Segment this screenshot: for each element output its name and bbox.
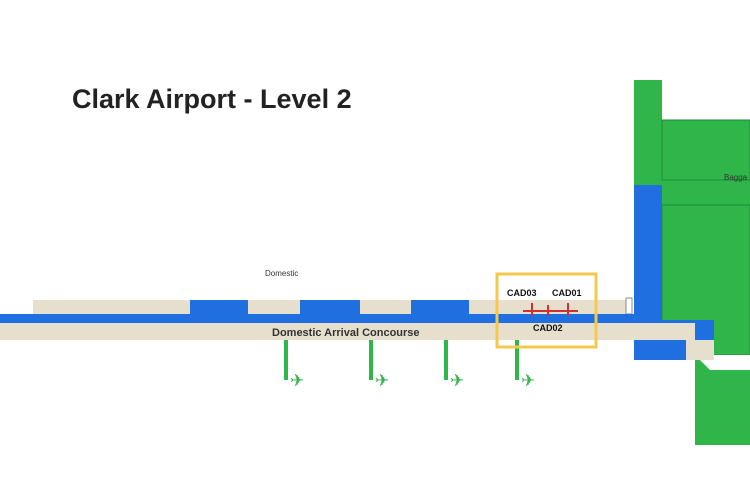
arrival-concourse — [0, 323, 695, 340]
gate-stems: ✈ ✈ ✈ ✈ ✈ — [284, 340, 710, 411]
gate-bridge-1 — [190, 300, 248, 314]
cad02-label: CAD02 — [533, 323, 563, 333]
gate-stem-3 — [444, 340, 448, 380]
baggage-room — [661, 119, 750, 181]
cad03-label: CAD03 — [507, 288, 537, 298]
gate-stem-2 — [369, 340, 373, 380]
main-corridor — [0, 314, 662, 323]
cad-highlight: CAD03 CAD01 CAD02 — [495, 272, 598, 349]
terminal-cutout — [662, 80, 750, 120]
gate-bridge-3 — [411, 300, 469, 314]
red-markers — [523, 303, 578, 316]
map-title: Clark Airport - Level 2 — [72, 84, 352, 114]
airplane-icon: ✈ — [696, 391, 710, 411]
concourse-end — [686, 340, 714, 360]
gate-stem-1 — [284, 340, 288, 380]
airplane-icon: ✈ — [450, 371, 464, 391]
highlight-box — [495, 272, 598, 349]
airplane-icon: ✈ — [375, 371, 389, 391]
gate-bridge-2 — [300, 300, 360, 314]
airplane-icon: ✈ — [290, 371, 304, 391]
airplane-icon: ✈ — [521, 371, 535, 391]
domestic-label: Domestic — [265, 269, 298, 278]
door-marker — [625, 297, 633, 315]
baggage-label: Bagga — [724, 173, 748, 182]
cad01-label: CAD01 — [552, 288, 582, 298]
gate-stem-4 — [515, 340, 519, 380]
concourse-label: Domestic Arrival Concourse — [272, 327, 420, 339]
